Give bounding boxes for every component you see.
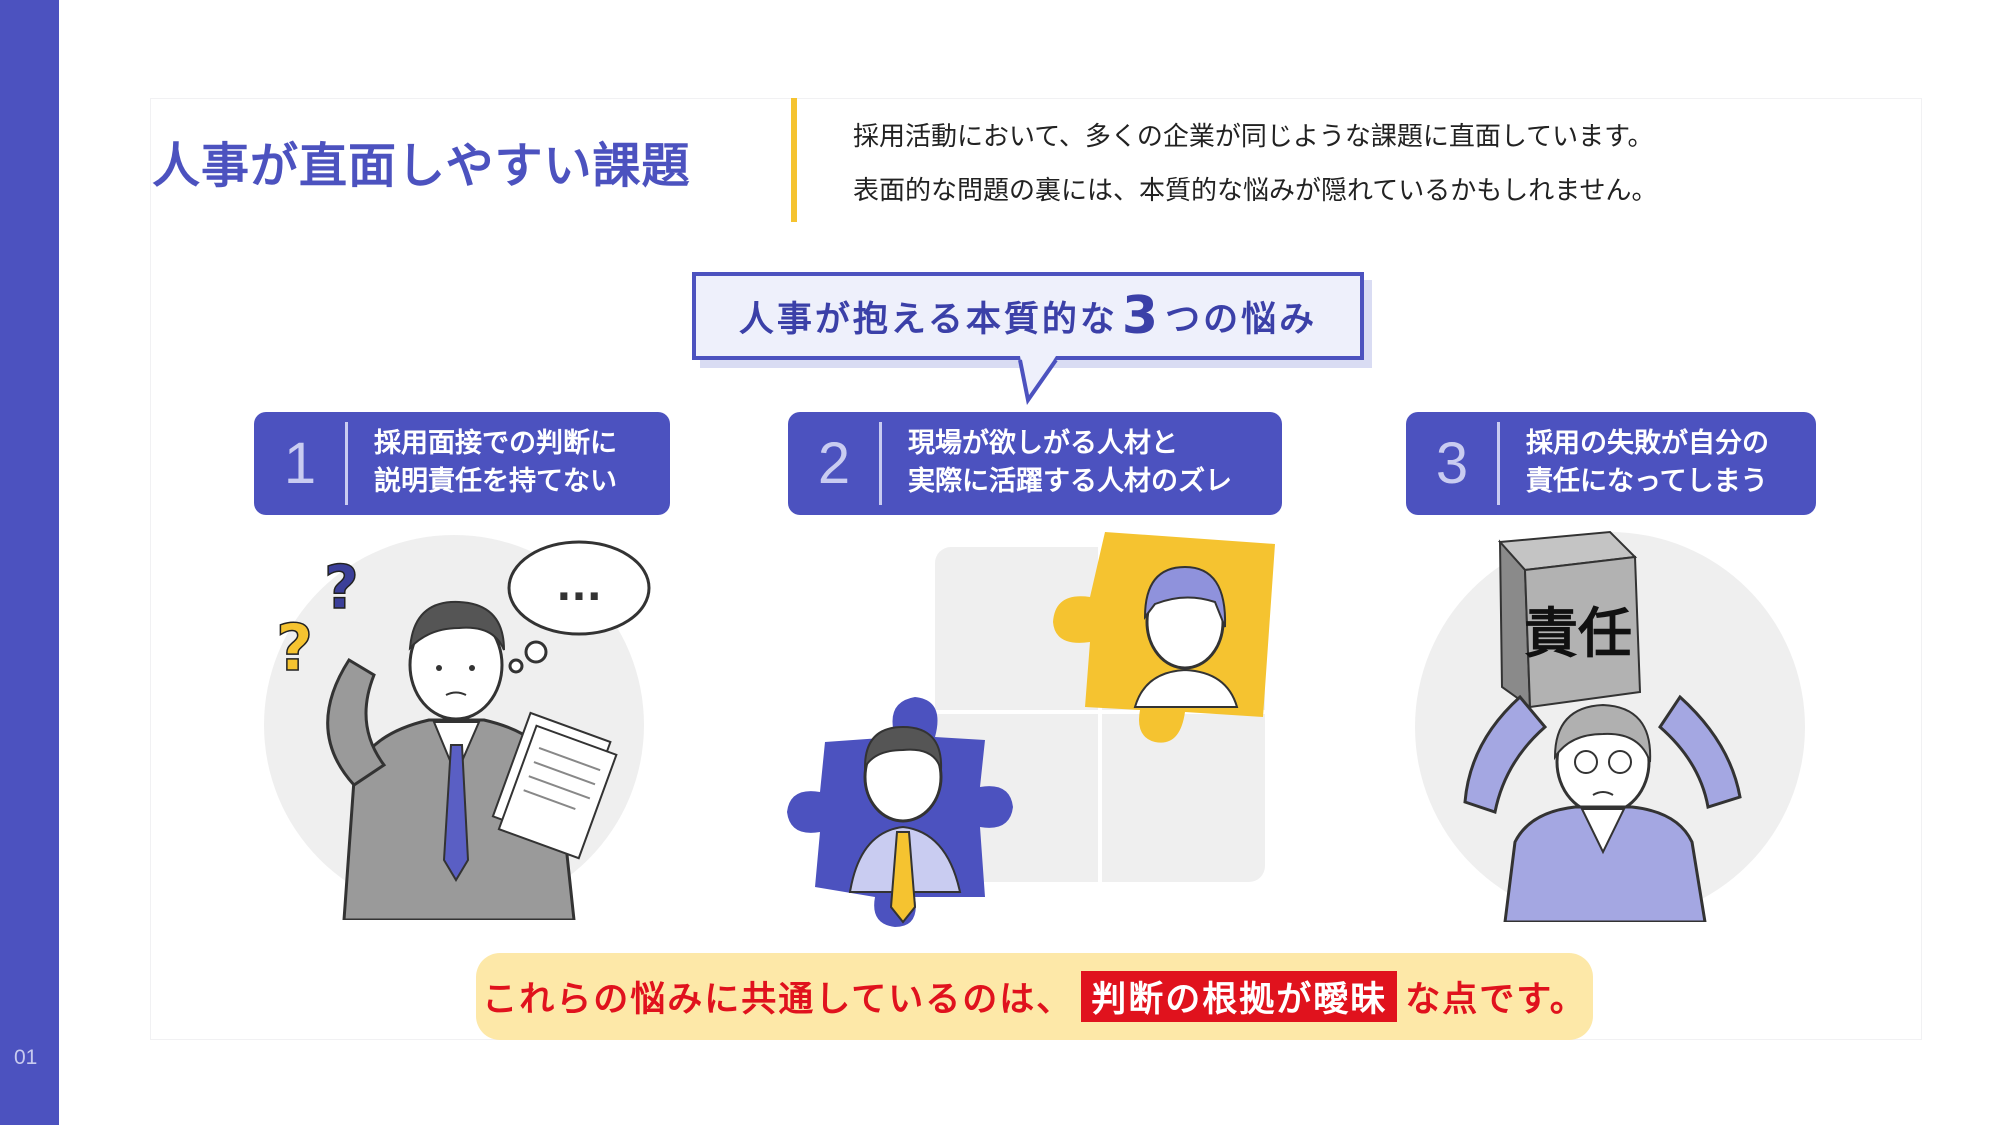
yellow-puzzle-piece (1053, 532, 1275, 743)
issue-divider (879, 422, 882, 505)
intro-line-1: 採用活動において、多くの企業が同じような課題に直面しています。 (853, 122, 1654, 152)
issue-label-2: 2 現場が欲しがる人材と 実際に活躍する人材のズレ (788, 412, 1282, 515)
blue-puzzle-piece (787, 697, 1013, 927)
heading-number: 3 (1121, 286, 1162, 346)
issue-number: 1 (283, 431, 317, 496)
page-title: 人事が直面しやすい課題 (152, 138, 691, 194)
issue-text-line: 採用の失敗が自分の (1526, 428, 1769, 459)
conclusion-before: これらの悩みに共通しているのは、 (482, 980, 1074, 1020)
issue-text-line: 現場が欲しがる人材と (908, 428, 1178, 459)
thought-dots: ... (556, 564, 602, 610)
issue-text-line: 採用面接での判断に (374, 428, 617, 459)
heading-after: つの悩み (1165, 299, 1318, 340)
issue-text: 採用の失敗が自分の 責任になってしまう (1526, 425, 1769, 501)
responsibility-burden-illustration: 責任 (1415, 530, 1805, 922)
issue-text-line: 実際に活躍する人材のズレ (908, 466, 1232, 497)
responsibility-block: 責任 (1497, 530, 1642, 709)
conclusion-callout: これらの悩みに共通しているのは、判断の根拠が曖昧な点です。 (476, 953, 1593, 1040)
question-mark-icon: ? (276, 612, 313, 686)
issue-label-3: 3 採用の失敗が自分の 責任になってしまう (1406, 412, 1816, 515)
sidebar-bar (0, 0, 59, 1125)
conclusion-highlight: 判断の根拠が曖昧 (1081, 971, 1398, 1022)
issue-label-1: 1 採用面接での判断に 説明責任を持てない (254, 412, 670, 515)
thought-bubble-icon: ... (507, 540, 651, 674)
issue-text-line: 説明責任を持てない (374, 466, 617, 497)
block-label: 責任 (1524, 602, 1632, 665)
issue-text-line: 責任になってしまう (1526, 466, 1768, 497)
page-number: 01 (14, 1046, 38, 1069)
intro-text: 採用活動において、多くの企業が同じような課題に直面しています。 表面的な問題の裏… (853, 110, 1657, 218)
title-divider (791, 98, 797, 222)
bubble-tail (1018, 356, 1058, 405)
issue-text: 現場が欲しがる人材と 実際に活躍する人材のズレ (908, 425, 1232, 501)
issue-number: 3 (1435, 431, 1469, 496)
conclusion-after: な点です。 (1405, 980, 1587, 1020)
confused-businessman-illustration: ... ? ? (264, 535, 651, 920)
question-mark-icon: ? (324, 553, 359, 623)
puzzle-mismatch-illustration (787, 532, 1275, 927)
issue-divider (345, 422, 348, 505)
issue-text: 採用面接での判断に 説明責任を持てない (374, 425, 617, 501)
heading-before: 人事が抱える本質的な (738, 299, 1118, 340)
intro-line-2: 表面的な問題の裏には、本質的な悩みが隠れているかもしれません。 (853, 176, 1658, 206)
issue-number: 2 (817, 431, 851, 496)
issue-divider (1497, 422, 1500, 505)
